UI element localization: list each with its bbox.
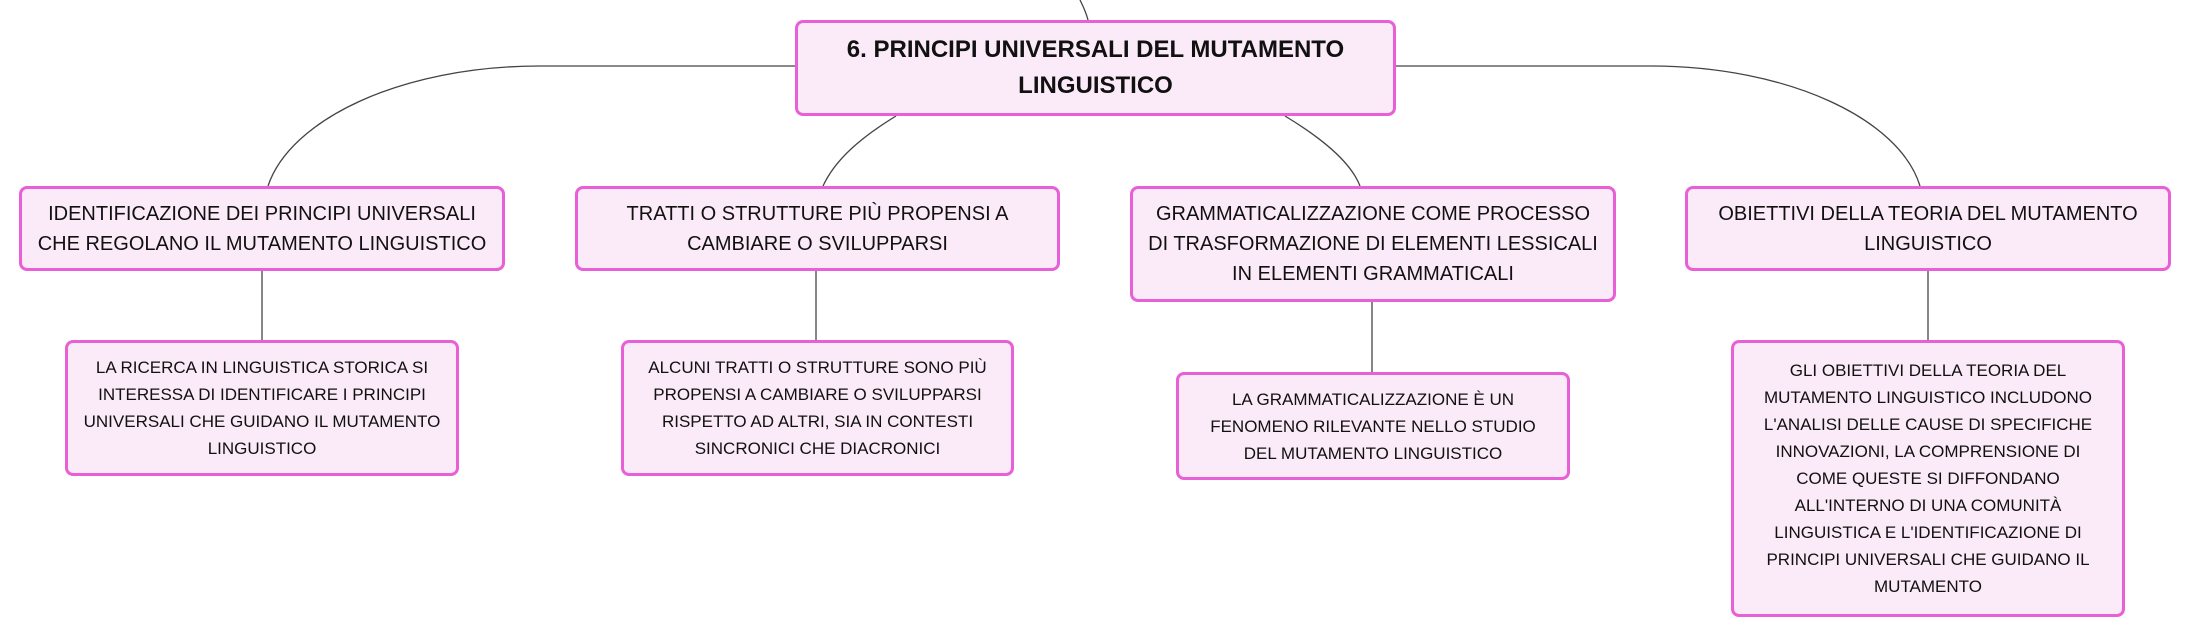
detail-node-obiettivi[interactable]: GLI OBIETTIVI DELLA TEORIA DEL MUTAMENTO… — [1731, 340, 2125, 617]
connector-root-topic-4 — [1396, 65, 1921, 187]
root-topic-title: 6. PRINCIPI UNIVERSALI DEL MUTAMENTO LIN… — [846, 36, 1345, 99]
detail-text: ALCUNI TRATTI O STRUTTURE SONO PIÙ PROPE… — [648, 358, 987, 458]
topic-node-obiettivi[interactable]: OBIETTIVI DELLA TEORIA DEL MUTAMENTO LIN… — [1685, 186, 2171, 271]
detail-text: LA GRAMMATICALIZZAZIONE È UN FENOMENO RI… — [1210, 389, 1536, 463]
topic-node-identificazione[interactable]: IDENTIFICAZIONE DEI PRINCIPI UNIVERSALI … — [19, 186, 505, 271]
connector-root-topic-2 — [822, 115, 897, 187]
topic-label: TRATTI O STRUTTURE PIÙ PROPENSI A CAMBIA… — [626, 202, 1009, 255]
root-topic-node[interactable]: 6. PRINCIPI UNIVERSALI DEL MUTAMENTO LIN… — [795, 20, 1396, 116]
topic-node-grammaticalizzazione[interactable]: GRAMMATICALIZZAZIONE COME PROCESSO DI TR… — [1130, 186, 1616, 302]
detail-text: GLI OBIETTIVI DELLA TEORIA DEL MUTAMENTO… — [1763, 361, 2093, 596]
connector-root-topic-3 — [1284, 115, 1361, 187]
detail-node-grammaticalizzazione[interactable]: LA GRAMMATICALIZZAZIONE È UN FENOMENO RI… — [1176, 372, 1570, 480]
topic-label: OBIETTIVI DELLA TEORIA DEL MUTAMENTO LIN… — [1718, 202, 2138, 255]
detail-node-tratti[interactable]: ALCUNI TRATTI O STRUTTURE SONO PIÙ PROPE… — [621, 340, 1014, 476]
topic-node-tratti[interactable]: TRATTI O STRUTTURE PIÙ PROPENSI A CAMBIA… — [575, 186, 1060, 271]
topic-label: IDENTIFICAZIONE DEI PRINCIPI UNIVERSALI … — [37, 202, 487, 255]
connector-root-topic-1 — [267, 65, 795, 187]
topic-label: GRAMMATICALIZZAZIONE COME PROCESSO DI TR… — [1148, 203, 1598, 285]
detail-text: LA RICERCA IN LINGUISTICA STORICA SI INT… — [83, 358, 441, 458]
detail-node-identificazione[interactable]: LA RICERCA IN LINGUISTICA STORICA SI INT… — [65, 340, 459, 476]
parent-connector — [1079, 0, 1089, 21]
